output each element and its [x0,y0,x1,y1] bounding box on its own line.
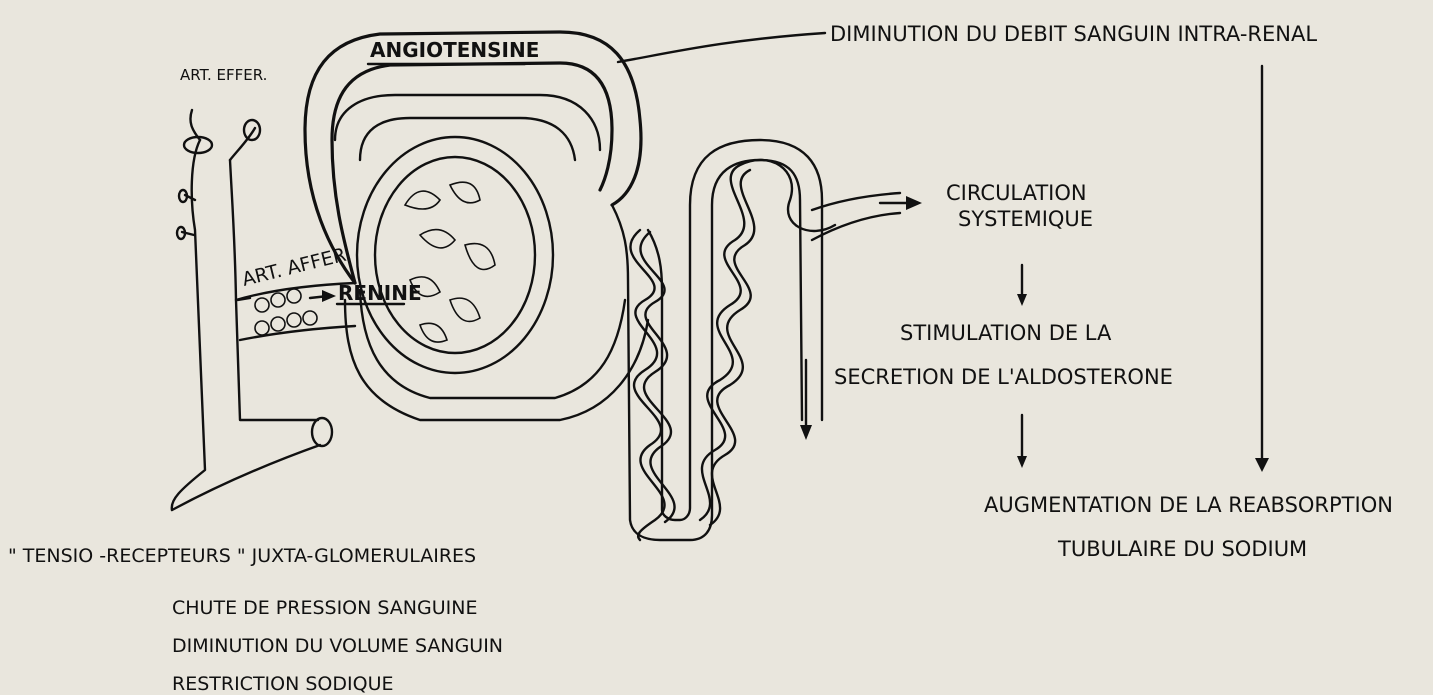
feedback-line [618,33,1269,472]
augmentation-label-1: AUGMENTATION DE LA REABSORPTION [984,493,1393,517]
efferent-arteriole-loop [305,32,641,283]
stimulation-label-1: STIMULATION DE LA [900,321,1112,345]
circulation-label-2: SYSTEMIQUE [958,207,1093,231]
cause-item: CHUTE DE PRESSION SANGUINE [172,597,477,619]
renine-label: RENINE [338,281,422,305]
granular-cells [255,289,317,335]
cause-item: RESTRICTION SODIQUE [172,673,393,695]
tensio-recepteurs-label: " TENSIO -RECEPTEURS " JUXTA-GLOMERULAIR… [8,545,476,567]
art-effer-label: ART. EFFER. [180,66,267,84]
angiotensine-label: ANGIOTENSINE [370,38,539,62]
systemic-outflow [812,193,922,240]
diminution-debit-label: DIMINUTION DU DEBIT SANGUIN INTRA-RENAL [830,22,1317,46]
bowman-capsule [335,95,648,420]
cause-item: DIMINUTION DU VOLUME SANGUIN [172,635,503,657]
stimulation-label-2: SECRETION DE L'ALDOSTERONE [834,365,1173,389]
circulation-label-1: CIRCULATION [946,181,1087,205]
augmentation-label-2: TUBULAIRE DU SODIUM [1057,537,1307,561]
